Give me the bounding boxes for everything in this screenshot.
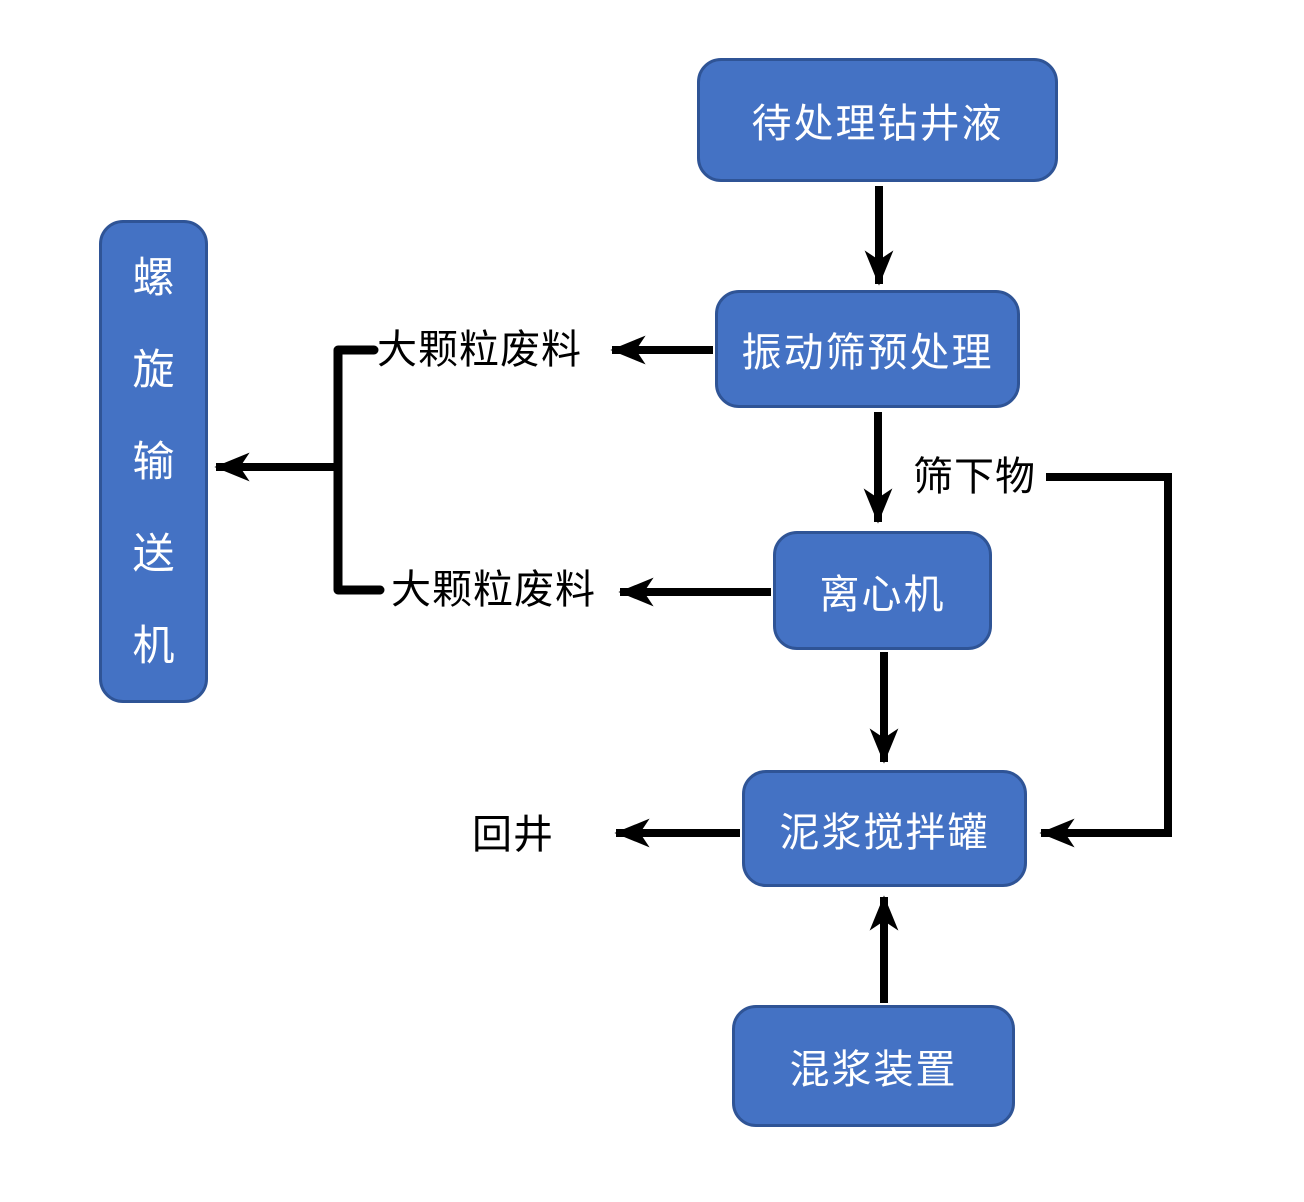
- edge-undersize-to-tank-arrow: [1039, 473, 1172, 848]
- node-mud-mixing-tank: 泥浆搅拌罐: [742, 770, 1027, 887]
- edge-label-large-particle-waste-top: 大颗粒废料: [377, 327, 582, 373]
- node-slurry-mixing-device: 混浆装置: [732, 1005, 1015, 1127]
- node-shaker-pretreatment: 振动筛预处理: [715, 290, 1020, 408]
- node-centrifuge: 离心机: [773, 531, 992, 650]
- waste-bracket: [333, 345, 385, 595]
- node-centrifuge-label: 离心机: [819, 571, 946, 618]
- edge-label-return-to-well: 回井: [472, 812, 554, 858]
- edge-label-large-particle-waste-bottom: 大颗粒废料: [391, 567, 596, 613]
- node-slurry-mixing-device-label: 混浆装置: [789, 1047, 958, 1093]
- node-screw-conveyor: 螺旋输送机: [99, 220, 208, 703]
- node-screw-conveyor-label: 螺旋输送机: [132, 252, 175, 670]
- edge-label-undersize-material: 筛下物: [913, 454, 1036, 500]
- node-shaker-pretreatment-label: 振动筛预处理: [741, 330, 994, 376]
- node-drilling-fluid: 待处理钻井液: [697, 58, 1058, 182]
- node-mud-mixing-tank-label: 泥浆搅拌罐: [779, 809, 990, 856]
- node-drilling-fluid-label: 待处理钻井液: [751, 101, 1004, 147]
